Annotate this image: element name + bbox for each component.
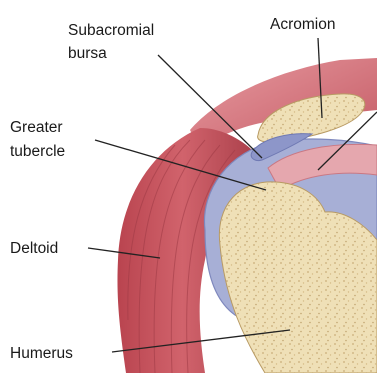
label-humerus: Humerus [10,345,73,362]
label-subacromial-bursa-1: Subacromial [68,22,154,39]
label-deltoid: Deltoid [10,240,58,257]
label-acromion: Acromion [270,16,335,33]
label-greater-tubercle-2: tubercle [10,143,65,160]
label-subacromial-bursa-2: bursa [68,45,107,62]
label-greater-tubercle-1: Greater [10,119,63,136]
